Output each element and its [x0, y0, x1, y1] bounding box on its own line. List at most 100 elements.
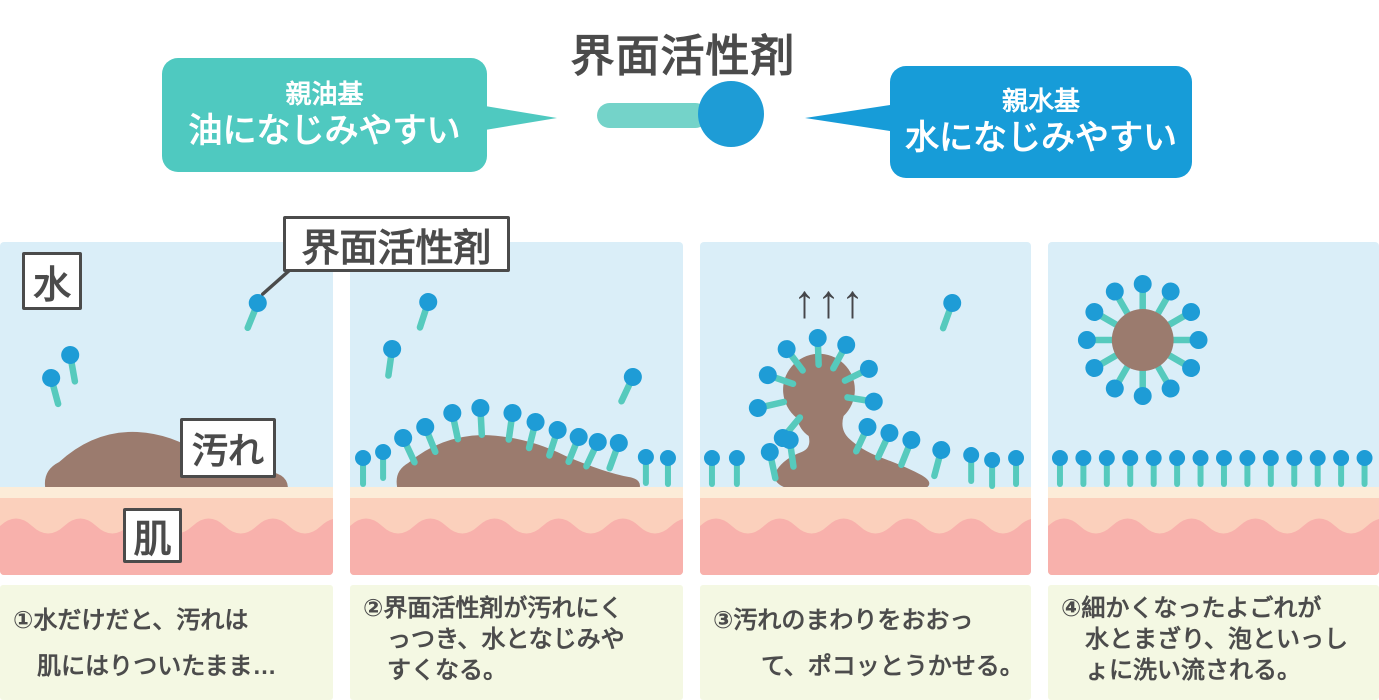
- surfactant-molecule: [1122, 450, 1139, 487]
- molecule-tail: [1127, 460, 1134, 487]
- surfactant-molecule: [618, 368, 642, 405]
- dirt-micelle-core: [1111, 309, 1174, 371]
- molecule-tail: [642, 459, 649, 486]
- surfactant-molecule: [1262, 450, 1279, 487]
- surfactant-molecule: [963, 447, 980, 484]
- molecule-head: [858, 418, 877, 436]
- molecule-head: [1075, 450, 1092, 466]
- surfactant-molecule: [758, 366, 797, 388]
- caption-line: ②界面活性剤が汚れにく: [363, 595, 623, 622]
- molecule-head: [984, 452, 1001, 468]
- molecule-head: [1333, 450, 1350, 466]
- molecule-tail: [968, 457, 975, 484]
- molecule-head: [703, 450, 720, 466]
- surfactant-molecule: [984, 452, 1001, 489]
- surfactant-molecule: [1164, 351, 1201, 377]
- surfactant-molecule: [1105, 282, 1132, 318]
- panel-step-1: 水 汚れ 肌: [0, 242, 333, 575]
- molecule-tail: [1080, 460, 1087, 487]
- lift-arrows: ↑↑↑: [793, 275, 865, 327]
- molecule-head: [443, 404, 462, 422]
- molecule-head: [1085, 359, 1104, 377]
- molecule-head: [1262, 450, 1279, 466]
- molecule-head: [963, 447, 980, 463]
- surfactant-molecule: [1164, 303, 1201, 329]
- surfactant-molecule-hero: [597, 81, 764, 147]
- surfactant-molecule: [780, 431, 799, 470]
- molecule-tail: [1150, 460, 1157, 487]
- molecule-tail: [1088, 336, 1117, 344]
- caption-line: て、ポコッとうかせる。: [713, 653, 1024, 680]
- molecule-tail: [814, 340, 822, 369]
- molecule-head: [383, 340, 402, 358]
- surfactant-molecule: [703, 450, 720, 487]
- molecule-tail: [1338, 460, 1345, 487]
- molecule-tail: [1139, 366, 1146, 394]
- surfactant-molecule: [1286, 450, 1303, 487]
- molecule-head: [42, 369, 61, 387]
- surfactant-molecule: [1051, 450, 1068, 487]
- surfactant-molecule: [659, 450, 676, 487]
- surfactant-molecule: [244, 294, 267, 332]
- surfactant-molecule: [355, 450, 372, 487]
- molecule-head: [419, 293, 438, 311]
- surfactant-molecule: [1075, 450, 1092, 487]
- molecule-head: [1356, 450, 1373, 466]
- molecule-tail: [477, 409, 486, 438]
- surfactant-molecule: [416, 418, 439, 456]
- molecule-head: [1105, 379, 1124, 398]
- surfactant-molecule: [1085, 351, 1121, 377]
- surfactant-molecule: [898, 431, 921, 469]
- molecule-head: [859, 359, 878, 378]
- surfactant-molecule: [728, 450, 745, 487]
- surfactant-molecule: [606, 434, 628, 472]
- surfactant-molecule: [42, 369, 62, 408]
- surfactant-molecule: [1356, 450, 1373, 487]
- molecule-head: [1309, 450, 1326, 466]
- molecule-tail: [1139, 286, 1146, 314]
- surfactant-molecule: [931, 441, 951, 480]
- panel-step-2: [350, 242, 683, 575]
- skin-surface: [350, 487, 683, 500]
- surfactant-molecule: [565, 428, 588, 466]
- dirt-blob: [774, 353, 930, 487]
- molecule-tail: [1197, 460, 1204, 487]
- molecule-head: [943, 294, 962, 312]
- molecule-head: [748, 399, 767, 417]
- molecule-head: [728, 450, 745, 466]
- molecule-head: [355, 450, 372, 466]
- molecule-head: [1098, 450, 1115, 466]
- caption-line: ①水だけだと、汚れは: [13, 607, 249, 634]
- molecule-tail: [733, 460, 740, 487]
- surfactant-molecule: [1105, 362, 1132, 398]
- page-title: 界面活性剤: [570, 32, 796, 81]
- surfactant-molecule: [1154, 282, 1180, 318]
- surfactant-molecule: [1168, 331, 1208, 349]
- molecule-tail: [1168, 336, 1197, 344]
- molecule-tail: [1361, 460, 1368, 487]
- skin-surface: [700, 487, 1031, 500]
- caption-line: ③汚れのまわりをおおっ: [713, 607, 974, 634]
- surfactant-molecule: [416, 293, 438, 331]
- surfactant-molecule: [61, 346, 80, 385]
- surfactant-molecule: [1154, 362, 1180, 398]
- surfactant-molecule: [760, 443, 779, 482]
- dirt-label: 汚れ: [180, 418, 276, 478]
- molecule-head: [1161, 282, 1180, 301]
- lipophilic-description: 油になじみやすい: [188, 112, 461, 150]
- molecule-head: [1145, 450, 1162, 466]
- surfactant-molecule: [844, 392, 883, 411]
- molecule-head: [932, 441, 951, 459]
- surfactant-molecule: [1169, 450, 1186, 487]
- molecule-tail: [664, 460, 671, 487]
- surfactant-molecule: [394, 429, 418, 466]
- molecule-head: [1122, 450, 1139, 466]
- hydrophilic-group-label: 親水基: [1001, 85, 1080, 116]
- molecule-head: [1169, 450, 1186, 466]
- surfactant-molecule: [583, 433, 607, 470]
- panel-3-illustration: [700, 242, 1031, 575]
- surfactant-molecule: [471, 399, 490, 438]
- caption-step-4: ④細かくなったよごれが 水とまざり、泡といっし ょに洗い流される。: [1048, 585, 1379, 700]
- molecule-head: [548, 421, 567, 439]
- caption-line: ょに洗い流される。: [1061, 657, 1301, 684]
